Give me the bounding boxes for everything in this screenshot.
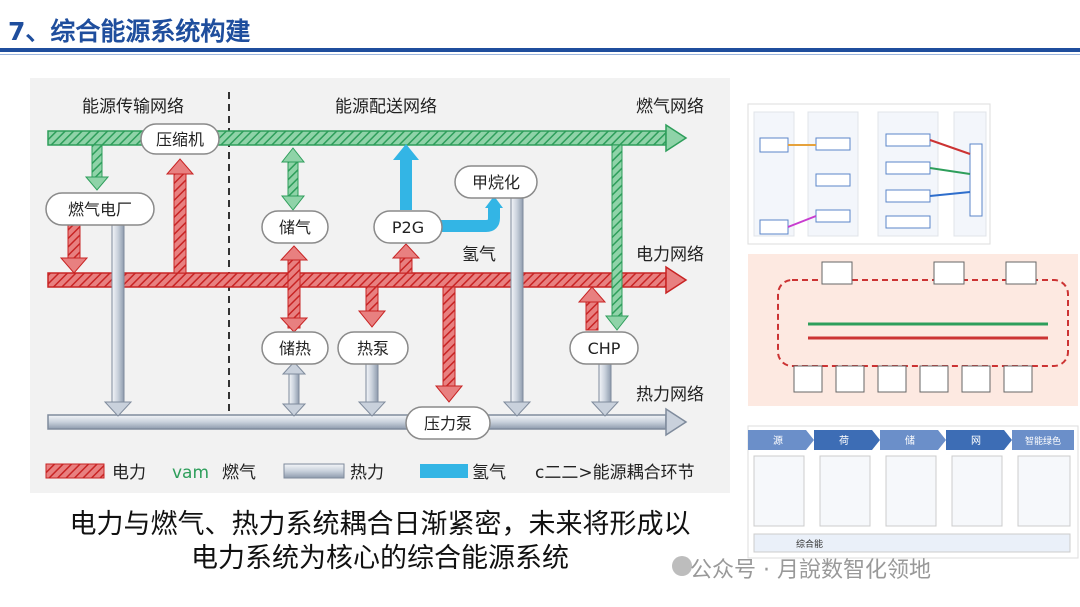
node-chp: CHP [569, 331, 639, 365]
chp-to-power-arrow [577, 286, 607, 331]
legend: 电力 vam 燃气 热力 氢气 c二二>能源耦合环节 [45, 463, 695, 483]
plant-to-power-arrow [59, 221, 89, 274]
label-transmission: 能源传输网络 [82, 97, 184, 117]
svg-text:CHP: CHP [588, 339, 621, 358]
legend-label-power: 电力 [112, 463, 146, 483]
summary-line-2: 电力系统为核心的综合能源系统 [191, 543, 569, 574]
legend-label-heat: 热力 [350, 463, 384, 483]
node-gas-plant: 燃气电厂 [45, 192, 155, 226]
heatpump-to-heat-arrow [357, 361, 387, 417]
svg-text:热泵: 热泵 [357, 339, 389, 358]
node-heat-storage: 储热 [261, 331, 329, 365]
legend-label-coupling: c二二>能源耦合环节 [535, 463, 695, 483]
gas-to-plant-arrow [84, 144, 110, 191]
legend-label-gas: 燃气 [222, 463, 256, 483]
legend-swatch-power [45, 463, 105, 479]
legend-label-hydrogen: 氢气 [472, 463, 506, 483]
power-to-heatpump-arrow [357, 286, 387, 328]
title-rule-thin [0, 54, 1080, 55]
chp-to-heat-arrow [590, 363, 620, 417]
node-gas-storage: 储气 [261, 210, 329, 244]
methanation-down-line [502, 197, 532, 417]
thumbnail-community [748, 254, 1078, 406]
title-rule [0, 48, 1080, 52]
svg-text:甲烷化: 甲烷化 [472, 173, 520, 192]
page-title: 7、综合能源系统构建 [8, 17, 251, 46]
power-to-compressor-arrow [165, 158, 195, 274]
node-p2g: P2G [373, 210, 443, 244]
thumb3-header-source: 源 [773, 434, 783, 447]
node-compressor: 压缩机 [140, 123, 220, 155]
thumb3-header-load: 荷 [839, 435, 849, 447]
node-methanation: 甲烷化 [454, 165, 538, 199]
svg-text:压力泵: 压力泵 [424, 414, 472, 433]
gas-to-chp-arrow [604, 144, 630, 331]
p2g-to-gas-hydrogen-arrow [393, 144, 419, 210]
legend-swatch-heat [283, 463, 345, 479]
gas-storage-link [280, 147, 306, 211]
plant-to-heat-arrow [103, 221, 133, 417]
watermark: 公众号 · 月說数智化领地 [690, 558, 931, 583]
label-distribution: 能源配送网络 [335, 97, 437, 117]
wechat-icon [672, 556, 692, 576]
heat-main-line [47, 407, 688, 437]
heat-storage-link [281, 361, 307, 417]
label-hydrogen: 氢气 [462, 245, 496, 265]
thumb3-bottom-label: 综合能 [796, 538, 823, 550]
svg-text:压缩机: 压缩机 [156, 130, 204, 149]
label-gas-network: 燃气网络 [636, 97, 704, 117]
power-to-pressurepump-arrow [434, 286, 464, 403]
thumb3-header-grid: 网 [971, 435, 981, 447]
node-pressure-pump: 压力泵 [405, 406, 491, 440]
thumbnail-source-load-storage: 源 荷 储 网 智能绿色 综合能 [747, 425, 1079, 559]
power-to-p2g-arrow [391, 243, 421, 274]
legend-swatch-hydrogen [420, 464, 468, 478]
svg-text:储气: 储气 [279, 218, 311, 237]
label-power-network: 电力网络 [636, 245, 704, 265]
svg-text:P2G: P2G [392, 218, 424, 237]
p2g-to-methanation-arrow [440, 196, 503, 232]
thumb3-header-smart: 智能绿色 [1025, 435, 1061, 447]
summary-line-1: 电力与燃气、热力系统耦合日渐紧密，未来将形成以 [69, 509, 691, 540]
node-heat-pump: 热泵 [337, 331, 409, 365]
label-heat-network: 热力网络 [636, 385, 704, 405]
legend-gas-prefix: vam [172, 463, 209, 483]
thumb3-header-storage: 储 [905, 434, 915, 447]
summary-text: 电力与燃气、热力系统耦合日渐紧密，未来将形成以 电力系统为核心的综合能源系统 [30, 508, 730, 576]
svg-text:储热: 储热 [279, 339, 311, 358]
svg-text:燃气电厂: 燃气电厂 [68, 200, 132, 219]
thumbnail-architecture [747, 103, 991, 245]
power-storage-link [279, 245, 309, 333]
